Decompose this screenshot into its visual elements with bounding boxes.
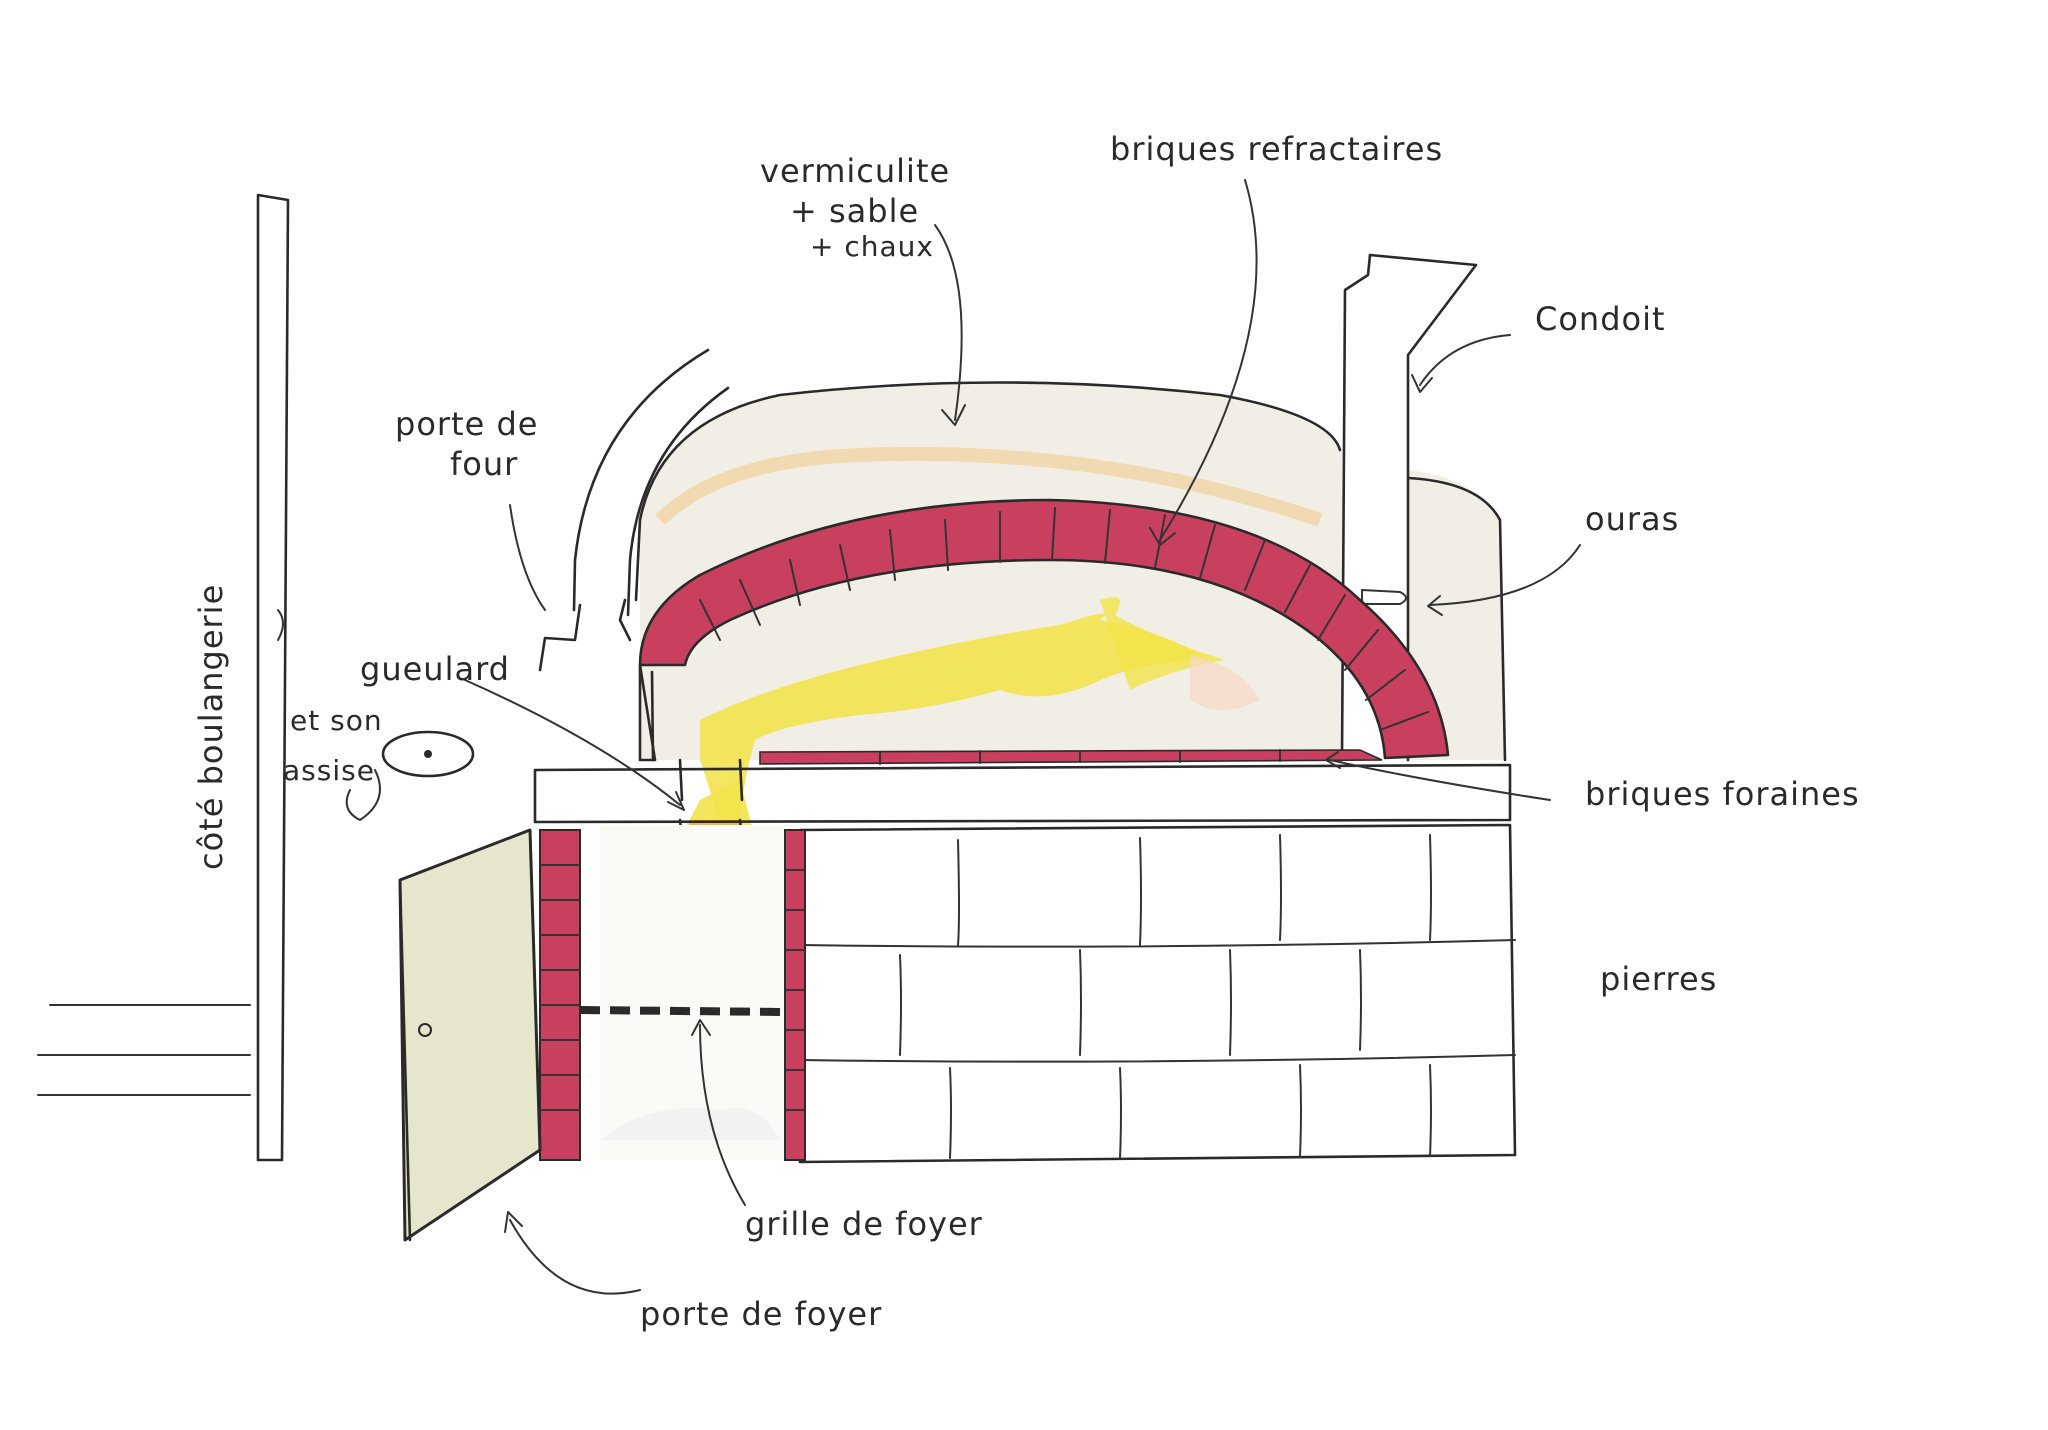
label-vermiculite: vermiculite — [760, 152, 950, 190]
stone-base — [800, 825, 1515, 1162]
firebox — [540, 825, 805, 1160]
label-briques-foraines: briques foraines — [1585, 775, 1860, 813]
oven-door — [540, 600, 655, 760]
label-gueulard: gueulard — [360, 650, 510, 688]
label-et-son: et son — [290, 704, 383, 737]
label-condoit: Condoit — [1535, 300, 1666, 338]
bakery-wall — [38, 195, 288, 1160]
label-sable: + sable — [790, 192, 919, 230]
label-pierres: pierres — [1600, 960, 1717, 998]
label-porte-de-four-1: porte de — [395, 405, 538, 443]
label-cote-boulangerie: côté boulangerie — [192, 584, 230, 870]
label-grille-de-foyer: grille de foyer — [745, 1205, 983, 1243]
label-chaux: + chaux — [810, 230, 934, 263]
label-porte-de-foyer: porte de foyer — [640, 1295, 882, 1333]
label-ouras: ouras — [1585, 500, 1679, 538]
label-briques-refractaires: briques refractaires — [1110, 130, 1443, 168]
gueulard-seat — [383, 732, 473, 776]
label-porte-de-four-2: four — [450, 445, 518, 483]
label-assise: assise — [283, 754, 375, 787]
firebox-door — [400, 830, 540, 1240]
